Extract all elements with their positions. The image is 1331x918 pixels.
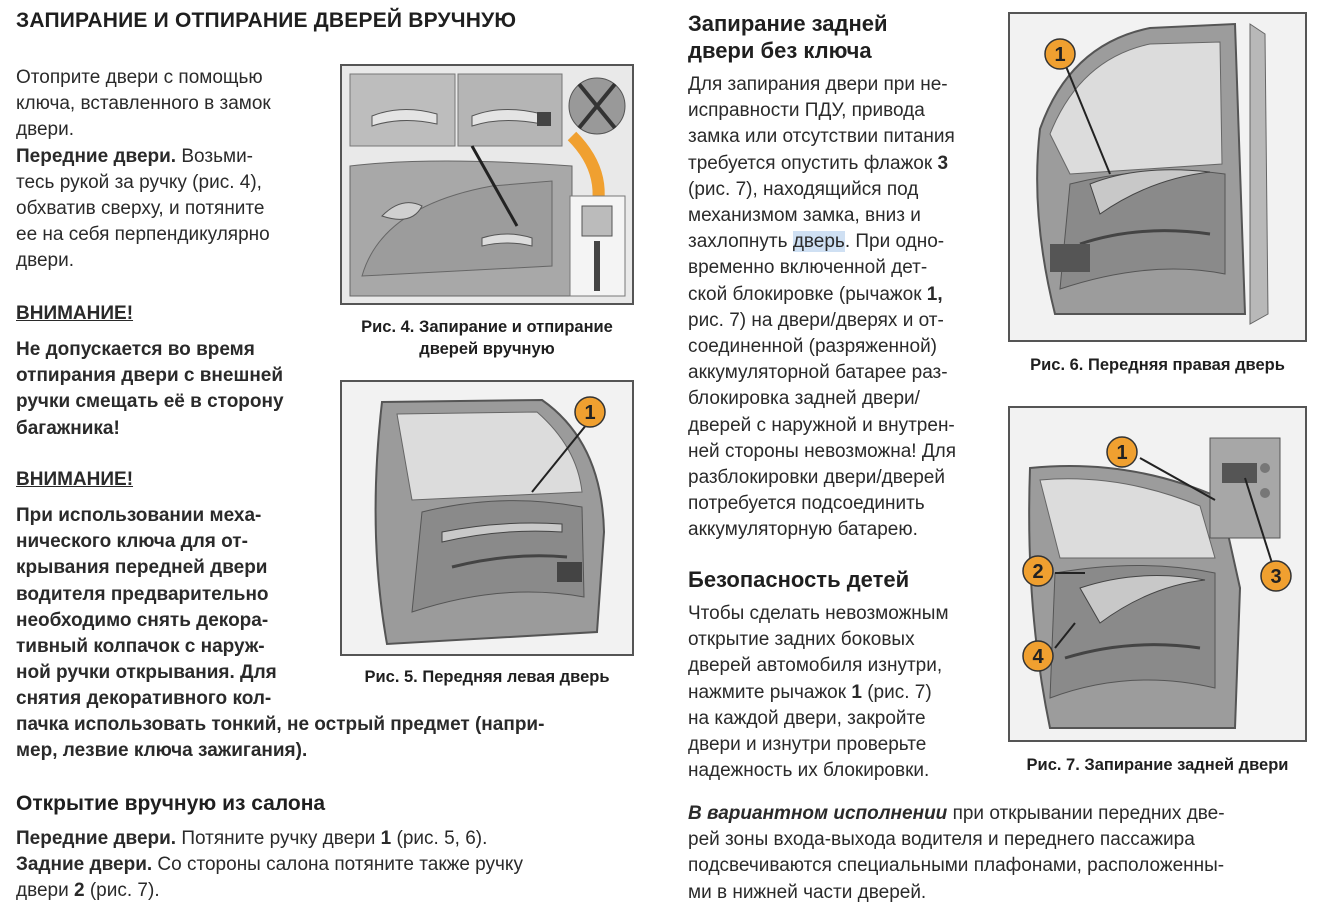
front-left-door-illustration: 1	[342, 382, 632, 654]
callout-label: 2	[1032, 561, 1043, 583]
figure-4-caption: Рис. 4. Запирание и отпирание дверей вру…	[361, 318, 613, 358]
subsection-heading: Запирание задней двери без ключа	[688, 11, 888, 63]
warning-text: При использовании меха-нического ключа д…	[16, 505, 277, 710]
door-handle-illustration	[342, 66, 632, 303]
section-heading: ЗАПИРАНИЕ И ОТПИРАНИЕ ДВЕРЕЙ ВРУЧНУЮ	[16, 9, 517, 32]
highlighted-word: дверь	[792, 231, 845, 253]
figure-5-caption: Рис. 5. Передняя левая дверь	[364, 668, 610, 686]
callout-label: 3	[1270, 566, 1281, 588]
child-safety-paragraph: Чтобы сделать невозможным открытие задни…	[688, 603, 949, 782]
manual-open-paragraph: Передние двери. Потяните ручку двери 1 (…	[16, 828, 523, 902]
warning-text-wide: пачка использовать тонкий, не острый пре…	[16, 714, 545, 762]
callout-label: 1	[1116, 442, 1127, 464]
figure-4-image	[340, 64, 634, 305]
front-doors-paragraph: Передние двери. Возьми-тесь рукой за руч…	[16, 145, 270, 272]
figure-7-image: 1 2 3 4	[1008, 406, 1307, 742]
warning-title: ВНИМАНИЕ!	[16, 303, 134, 324]
subsection-heading: Открытие вручную из салона	[16, 792, 326, 815]
figure-5-image: 1	[340, 380, 634, 656]
rear-lock-paragraph: Для запирания двери при не- исправности …	[688, 74, 957, 541]
front-right-door-illustration: 1	[1010, 14, 1305, 340]
rear-door-lock-illustration: 1 2 3 4	[1010, 408, 1305, 740]
figure-6-caption: Рис. 6. Передняя правая дверь	[1030, 356, 1285, 374]
figure-7-caption: Рис. 7. Запирание задней двери	[1026, 756, 1289, 774]
warning-title: ВНИМАНИЕ!	[16, 469, 134, 490]
figure-6-image: 1	[1008, 12, 1307, 342]
subsection-heading: Безопасность детей	[688, 567, 910, 592]
callout-label: 4	[1032, 646, 1044, 668]
variant-paragraph: В вариантном исполнении при открывании п…	[688, 803, 1225, 903]
callout-label: 1	[584, 402, 595, 424]
callout-label: 1	[1054, 44, 1065, 66]
